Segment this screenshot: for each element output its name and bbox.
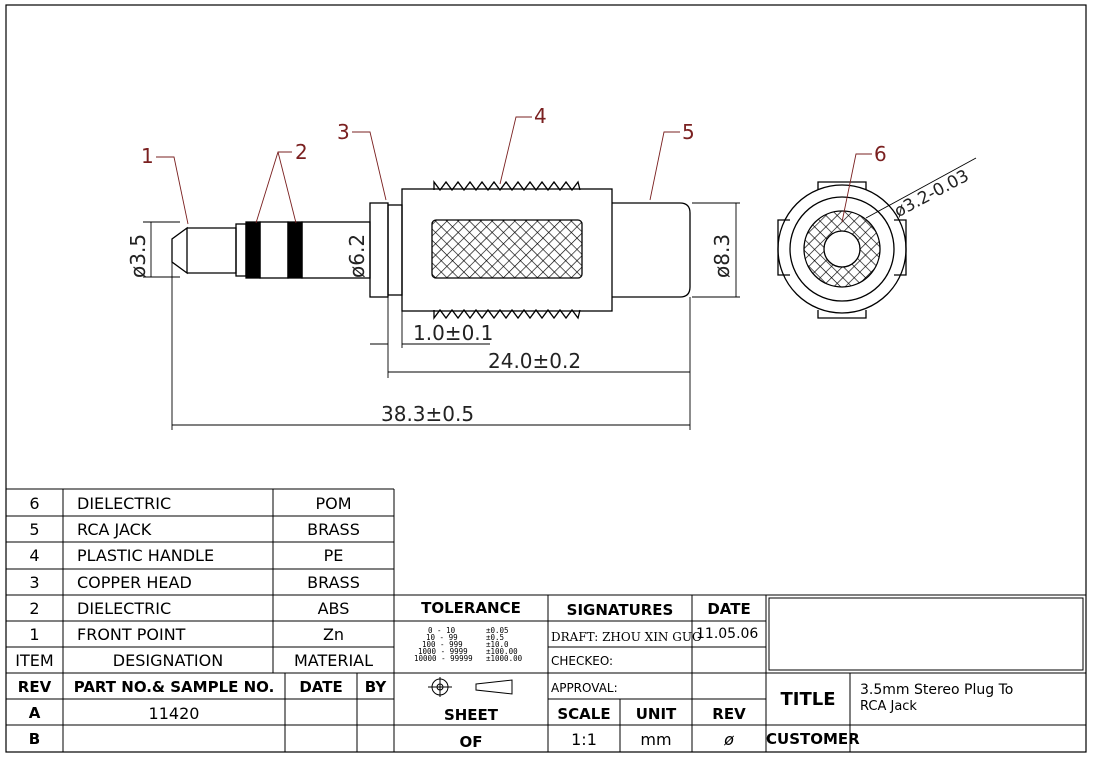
- bom-item: 2: [29, 599, 40, 618]
- dim-tip-diameter: ø3.5: [126, 233, 150, 278]
- tolerance-value: ±10.0: [486, 640, 509, 649]
- bom-material: POM: [315, 494, 352, 513]
- draft-signature: DRAFT: ZHOU XIN GUO: [551, 630, 702, 644]
- tolerance-value: ±100.00: [486, 647, 518, 656]
- plug-side-view: [171, 180, 691, 320]
- dim-total-length: 38.3±0.5: [381, 402, 475, 426]
- drawing-title-line2: RCA Jack: [860, 699, 917, 714]
- dim-body-length: 24.0±0.2: [488, 349, 582, 373]
- bom-designation: DIELECTRIC: [77, 599, 172, 618]
- bom-material: PE: [323, 546, 344, 565]
- by-header: BY: [364, 678, 387, 696]
- tolerance-range: 0 - 10: [428, 626, 456, 635]
- rev-label: REV: [712, 705, 746, 723]
- tolerance-range: 10000 - 99999: [414, 654, 473, 663]
- rev-a: A: [28, 704, 41, 722]
- tolerance-value: ±0.05: [486, 626, 509, 635]
- checked-label: CHECKEO:: [551, 654, 614, 668]
- bom-designation: FRONT POINT: [77, 625, 186, 644]
- rev-b: B: [28, 730, 41, 748]
- customer-label: CUSTOMER: [766, 730, 860, 748]
- date-header: DATE: [299, 678, 343, 696]
- unit-label: UNIT: [635, 705, 677, 723]
- unit-value: mm: [640, 730, 672, 749]
- date-label: DATE: [707, 600, 751, 618]
- bom-item: 6: [29, 494, 40, 513]
- drawing-title-line1: 3.5mm Stereo Plug To: [860, 682, 1014, 698]
- callout-4: 4: [534, 104, 547, 128]
- part-number: 11420: [148, 704, 200, 723]
- bom-item: 3: [29, 573, 40, 592]
- approval-label: APPROVAL:: [551, 681, 618, 695]
- bom-material: ABS: [317, 599, 350, 618]
- sheet-label: SHEET: [443, 706, 499, 724]
- bom-item: 1: [29, 625, 40, 644]
- callout-1: 1: [141, 144, 154, 168]
- bom-material: BRASS: [307, 573, 360, 592]
- bom-grid: [6, 488, 1086, 752]
- tolerance-value: ±1000.00: [486, 654, 523, 663]
- dim-mid-diameter: ø6.2: [345, 233, 369, 278]
- tolerance-range: 1000 - 9999: [418, 647, 468, 656]
- scale-label: SCALE: [557, 705, 611, 723]
- tolerance-range: 100 - 999: [422, 640, 463, 649]
- tolerance-title: TOLERANCE: [421, 599, 521, 617]
- bom-material: Zn: [322, 625, 345, 644]
- signatures-title: SIGNATURES: [566, 601, 674, 619]
- bom-material: BRASS: [307, 520, 360, 539]
- dim-small-length: 1.0±0.1: [413, 321, 494, 345]
- bom-designation: PLASTIC HANDLE: [77, 546, 215, 565]
- bom-header-item: ITEM: [15, 651, 54, 670]
- bom-designation: DIELECTRIC: [77, 494, 172, 513]
- rev-header: REV: [17, 678, 52, 696]
- bom-item: 5: [29, 520, 40, 539]
- callout-6: 6: [874, 142, 887, 166]
- tolerance-range: 10 - 99: [426, 633, 458, 642]
- scale-value: 1:1: [571, 730, 597, 749]
- of-label: OF: [459, 733, 483, 751]
- bom-designation: COPPER HEAD: [77, 573, 192, 592]
- plug-end-view: [777, 181, 907, 319]
- draft-date: 11.05.06: [696, 626, 759, 642]
- title-label: TITLE: [780, 689, 836, 710]
- dimension-lines: [143, 116, 977, 430]
- bom-designation: RCA JACK: [77, 520, 152, 539]
- rev-value: ø: [724, 730, 734, 749]
- dim-body-diameter: ø8.3: [710, 233, 734, 278]
- bom-item: 4: [29, 546, 40, 565]
- bom-header-material: MATERIAL: [293, 651, 374, 670]
- callout-5: 5: [682, 120, 695, 144]
- sheet-border: [5, 4, 1087, 753]
- callout-3: 3: [337, 120, 350, 144]
- part-no-header: PART NO.& SAMPLE NO.: [73, 678, 275, 696]
- callout-2: 2: [295, 140, 308, 164]
- bom-header-designation: DESIGNATION: [112, 651, 224, 670]
- tolerance-value: ±0.5: [486, 633, 505, 642]
